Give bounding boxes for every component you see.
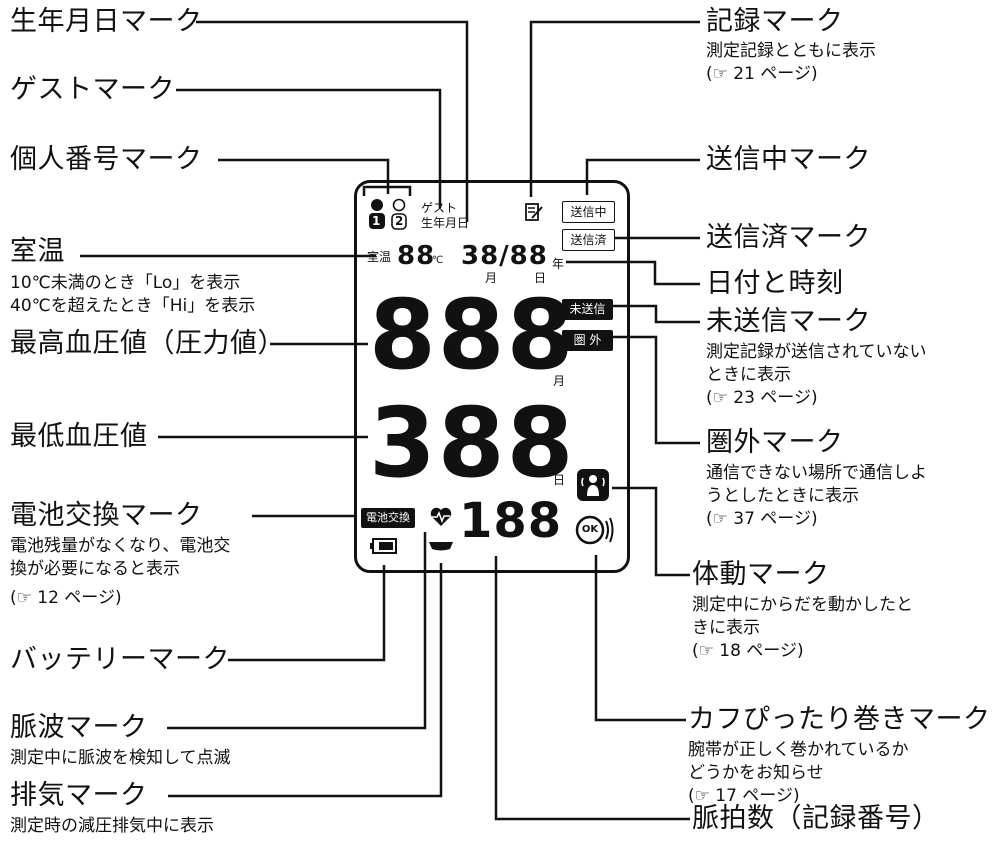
- user1-number: 1: [372, 214, 381, 228]
- line-unsent: [610, 304, 700, 324]
- line-pulse-rate: [494, 556, 690, 821]
- sending-mark-label: 送信中マーク: [706, 144, 871, 175]
- temp-unit: ℃: [432, 255, 444, 266]
- date-digits: 38/88: [461, 241, 548, 271]
- pulse-wave-label: 脈波マーク: [10, 712, 148, 743]
- user1-icon: [371, 199, 383, 211]
- user-icons: [369, 198, 407, 230]
- exhaust-callout: 排気マーク 測定時の減圧排気中に表示: [10, 780, 214, 838]
- personal-number-mark-label: 個人番号マーク: [10, 144, 203, 175]
- systolic-digits: 888: [369, 279, 576, 391]
- battery-replace-callout: 電池交換マーク 電池残量がなくなり、電池交 換が必要になると表示 (☞ 12 ペ…: [10, 500, 230, 610]
- out-of-range-note-2: うとしたときに表示: [706, 486, 859, 506]
- unsent-note-2: ときに表示: [706, 365, 791, 385]
- out-of-range-mark-label: 圏外マーク: [706, 427, 844, 458]
- birthday-mark-label: 生年月日マーク: [10, 6, 203, 37]
- pulse-wave-note: 測定中に脈波を検知して点滅: [10, 748, 231, 768]
- battery-replace-label: 電池交換マーク: [10, 500, 203, 531]
- battery-replace-note-2: 換が必要になると表示: [10, 559, 180, 579]
- pulse-rate-label: 脈拍数（記録番号）: [692, 803, 940, 834]
- room-temp-callout: 室温 10℃未満のとき「Lo」を表示 40℃を超えたとき「Hi」を表示: [10, 236, 255, 318]
- sent-mark: 送信済: [562, 229, 615, 251]
- cuff-callout: カフぴったり巻きマーク 腕帯が正しく巻かれているか どうかをお知らせ (☞ 17…: [688, 704, 991, 808]
- cuff-note-1: 腕帯が正しく巻かれているか: [688, 740, 909, 760]
- battery-replace-page-ref: (☞ 12 ページ): [10, 588, 122, 608]
- battery-mark-label: バッテリーマーク: [10, 644, 230, 675]
- unsent-callout: 未送信マーク 測定記録が送信されていない ときに表示 (☞ 23 ページ): [706, 306, 927, 410]
- line-record: [529, 20, 700, 197]
- battery-icon: [370, 538, 397, 554]
- unsent-mark-label: 未送信マーク: [706, 306, 871, 337]
- out-of-range-note-1: 通信できない場所で通信しよ: [706, 463, 927, 483]
- out-of-range-page-ref: (☞ 37 ページ): [706, 509, 818, 529]
- battery-replace-note-1: 電池残量がなくなり、電池交: [10, 536, 231, 556]
- motion-note-2: きに表示: [692, 618, 760, 638]
- systolic-label: 最高血圧値（圧力値）: [10, 328, 285, 359]
- motion-callout: 体動マーク 測定中にからだを動かしたと きに表示 (☞ 18 ページ): [692, 559, 913, 663]
- diastolic-label: 最低血圧値: [10, 421, 148, 452]
- room-temp-note-1: 10℃未満のとき「Lo」を表示: [10, 273, 241, 293]
- motion-page-ref: (☞ 18 ページ): [692, 641, 804, 661]
- day-mark-small: 日: [534, 271, 547, 285]
- heart-pulse-icon: [430, 507, 452, 526]
- guest-mark-text: ゲスト: [421, 201, 458, 215]
- motion-mark-label: 体動マーク: [692, 559, 830, 590]
- out-of-range-callout: 圏外マーク 通信できない場所で通信しよ うとしたときに表示 (☞ 37 ページ): [706, 427, 927, 531]
- temp-digits: 88: [397, 241, 436, 271]
- month-mark-small: 月: [485, 271, 498, 285]
- room-temp-note-2: 40℃を超えたとき「Hi」を表示: [10, 296, 256, 316]
- guest-mark-label: ゲストマーク: [10, 74, 175, 105]
- motion-note-1: 測定中にからだを動かしたと: [692, 595, 913, 615]
- cuff-mark-icon: [575, 515, 614, 545]
- ok-mark-text: OK: [581, 524, 599, 535]
- diastolic-digits: 388: [369, 387, 576, 499]
- room-temp-mark: 室温: [367, 250, 392, 264]
- sending-mark: 送信中: [562, 201, 615, 223]
- record-mark-icon: [525, 203, 543, 221]
- year-mark: 年: [552, 257, 565, 271]
- record-page-ref: (☞ 21 ページ): [706, 64, 818, 84]
- unsent-note-1: 測定記録が送信されていない: [706, 342, 927, 362]
- cuff-page-ref: (☞ 17 ページ): [688, 786, 800, 806]
- line-birthday: [196, 20, 469, 222]
- line-battery: [228, 565, 386, 662]
- line-exhaust: [168, 563, 443, 798]
- month-mark: 月: [553, 374, 566, 388]
- line-motion: [612, 486, 690, 577]
- room-temp-label: 室温: [10, 236, 65, 267]
- battery-replace-mark: 電池交換: [361, 508, 415, 528]
- line-guest: [176, 88, 442, 208]
- exhaust-label: 排気マーク: [10, 780, 148, 811]
- sent-mark-label: 送信済マーク: [706, 222, 871, 253]
- record-mark-label: 記録マーク: [706, 6, 844, 37]
- line-sending: [585, 158, 700, 195]
- out-of-range-mark: 圏 外: [562, 330, 613, 351]
- user2-icon: [392, 198, 406, 212]
- pulse-digits: 188: [459, 493, 563, 549]
- cuff-note-2: どうかをお知らせ: [688, 763, 824, 783]
- line-datetime: [566, 260, 700, 286]
- record-callout: 記録マーク 測定記録とともに表示 (☞ 21 ページ): [706, 6, 876, 86]
- unsent-mark: 未送信: [562, 299, 613, 320]
- record-note: 測定記録とともに表示: [706, 41, 876, 61]
- lcd-display: 1 2 ゲスト 生年月日 送信中 送信済 室温 88 ℃ 38/88 年 月 日…: [354, 180, 630, 573]
- line-out-of-range: [612, 335, 700, 445]
- datetime-label: 日付と時刻: [706, 268, 844, 299]
- exhaust-note: 測定時の減圧排気中に表示: [10, 816, 214, 836]
- pulse-wave-callout: 脈波マーク 測定中に脈波を検知して点滅: [10, 712, 231, 770]
- line-cuff: [594, 555, 686, 722]
- user2-number: 2: [395, 214, 404, 228]
- day-mark: 日: [553, 473, 566, 487]
- cuff-mark-label: カフぴったり巻きマーク: [688, 704, 991, 735]
- line-pulse-wave: [167, 532, 427, 730]
- birthday-mark-text: 生年月日: [421, 216, 470, 230]
- unsent-page-ref: (☞ 23 ページ): [706, 388, 818, 408]
- exhaust-mark-icon: [429, 542, 453, 551]
- motion-mark-icon: [577, 469, 609, 501]
